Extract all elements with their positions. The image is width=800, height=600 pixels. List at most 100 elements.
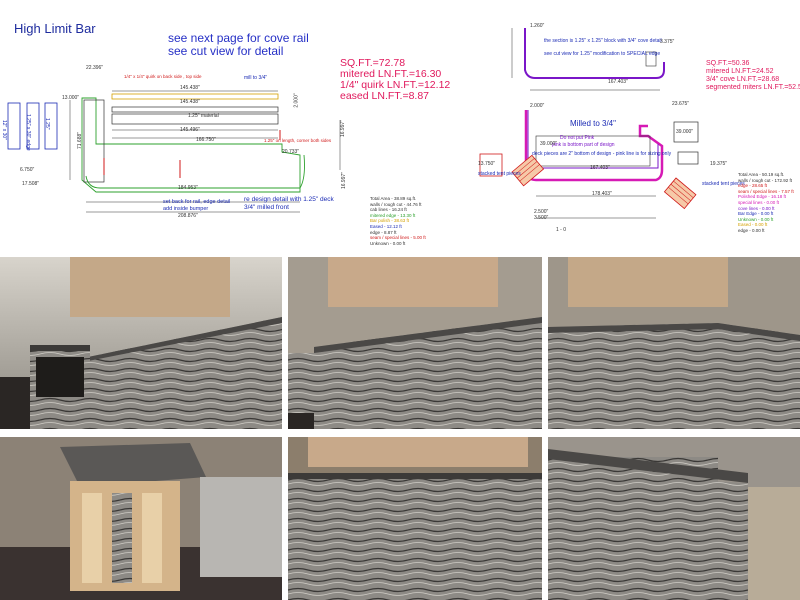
left-bar-drawing: [7, 90, 341, 213]
left-total-3: mitered edge - 13.30 ft: [370, 212, 416, 218]
stacked-right-note: stacked tent pieces: [702, 181, 745, 187]
right-top-note2: see cut view for 1.25" modification to S…: [544, 51, 661, 57]
dim-178: 178.403": [592, 191, 612, 197]
right-totals: Total Area - 50.19 sq.ft. walls / rough …: [738, 172, 794, 234]
dim-16: 16.997": [340, 119, 347, 138]
right-block-mid: [677, 151, 699, 165]
right-total-0: Total Area - 50.19 sq.ft.: [738, 172, 785, 177]
right-angled-block: [663, 177, 697, 210]
edge-curve: [85, 154, 305, 189]
purple-outline: [527, 110, 659, 169]
summary-left-sqft: SQ.FT.=72.78: [340, 57, 406, 69]
left-total-8: Unknown - 0.00 ft: [370, 240, 406, 246]
pink-note2: pink is bottom part of design: [552, 142, 615, 148]
cove-rail-top: [524, 28, 665, 79]
dim-39: 39.000": [540, 141, 558, 147]
slab-label-1: 12" x 30": [1, 120, 7, 140]
dim-top-22: 22.396": [86, 65, 104, 71]
left-stack-1: [479, 153, 503, 177]
design-note-2: 3/4" milled front: [244, 204, 289, 211]
photo-bar-front-left: [0, 257, 282, 429]
page-title: High Limit Bar: [14, 21, 96, 36]
dim-2b: 2.500": [534, 209, 549, 215]
slab-label-2: 1.25" x 30" edge: [25, 114, 31, 151]
dim-145-2: 145.438": [180, 99, 200, 105]
slab-outline-2: [26, 102, 40, 150]
left-total-2: cab lines - 16.24 ft: [370, 207, 407, 213]
red-corner-note: 1.25" on length, corner both sides: [264, 138, 332, 143]
photo-bar-corner: [548, 257, 800, 429]
right-total-3: seam / special lines - 7.57 ft: [738, 188, 794, 194]
dim-39b: 39.000": [676, 129, 694, 135]
left-angled-block: [511, 154, 545, 187]
deck-outline: [535, 135, 651, 167]
dim-166: 166.750": [196, 137, 216, 143]
summary-right-sqft: SQ.FT.=50.36: [706, 60, 750, 67]
dim-17: 17.508": [22, 181, 40, 187]
right-total-8: Unknown - 0.00 ft: [738, 216, 774, 222]
design-note-1: re design detail with 1.25" deck: [244, 196, 334, 203]
left-totals: Total Area - 38.89 sq.ft. walls / rough …: [370, 196, 426, 246]
left-total-6: edge - 8.87 ft: [370, 229, 397, 235]
left-total-7: seam / special lines - 5.00 ft: [370, 235, 426, 241]
dim-16b: 16.997": [341, 171, 348, 190]
right-total-7: Bar Edge - 0.00 ft: [738, 211, 774, 217]
cove-note: deck pieces are 2" bottom of design - pi…: [532, 151, 672, 157]
photo-bar-end-finished: [548, 437, 800, 600]
rail-3: [111, 113, 279, 125]
dim-2r: 2.000": [530, 103, 545, 109]
rail-2: [111, 106, 279, 113]
dim-71: 71.688": [77, 131, 84, 150]
mill-note: mill to 3/4": [244, 75, 268, 81]
right-block-top: [673, 121, 699, 143]
right-total-10: edge - 0.00 ft: [738, 227, 765, 233]
note-line-1: see next page for cove rail: [168, 31, 309, 45]
bar-outline: [81, 97, 301, 193]
summary-left: SQ.FT.=72.78 mitered LN.FT.=16.30 1/4" q…: [340, 58, 450, 102]
quirk-note: 1/4" x 1/4" quirk on back side , top sid…: [124, 74, 202, 79]
summary-right-cove: 3/4" cove LN.FT.=28.68: [706, 76, 780, 83]
right-total-1: walls / rough cut - 172.92 ft: [738, 177, 793, 183]
right-total-2: edge - 28.65 ft: [738, 183, 768, 189]
setback-note-2: add inside bumper: [163, 205, 209, 212]
cove-rail-note: see next page for cove rail see cut view…: [168, 32, 309, 58]
right-total-5: special lines - 0.00 ft: [738, 199, 780, 205]
rail-1: [111, 93, 279, 100]
one-zero-label: 1 - 0: [556, 227, 567, 233]
summary-left-eased: eased LN.FT.=8.87: [340, 90, 430, 102]
dim-145-1: 145.438": [180, 85, 200, 91]
right-total-4: Polished Edge - 16.18 ft: [738, 194, 787, 200]
dim-1: 1.260": [530, 23, 545, 29]
right-top-note: the section is 1.25" x 1.25" block with …: [544, 38, 662, 44]
summary-right-mitered: mitered LN.FT.=24.52: [706, 68, 774, 75]
dim-13r: 13.750": [478, 161, 496, 167]
left-total-1: walls / rough cut - 44.76 ft: [370, 201, 422, 207]
slab-outline-3: [44, 102, 58, 150]
photo-bar-panel-closeup: [288, 437, 542, 600]
dim-3b: 3.500": [534, 215, 549, 221]
slab-outline-1: [7, 102, 21, 150]
dim-23: 23.675": [672, 101, 690, 107]
rail-end-detail: [645, 51, 657, 67]
dim-184: 184.953": [178, 185, 198, 191]
design-note: re design detail with 1.25" deck 3/4" mi…: [244, 196, 334, 212]
left-total-4: Bar polish - 38.63 ft: [370, 218, 410, 224]
setback-note: set back for rail, edge detail add insid…: [163, 199, 230, 212]
summary-right-segmented: segmented miters LN.FT.=52.50: [706, 84, 800, 91]
summary-left-mitered: mitered LN.FT.=16.30: [340, 68, 442, 80]
note-line-2: see cut view for detail: [168, 44, 284, 58]
summary-right: SQ.FT.=50.36 mitered LN.FT.=24.52 3/4" c…: [706, 60, 800, 92]
dim-6: 6.750": [20, 167, 35, 173]
photo-bar-front-center: [288, 257, 542, 429]
dim-167: 167.403": [608, 79, 628, 85]
right-total-6: cove lines - 0.00 ft: [738, 205, 775, 211]
left-total-5: Eased - 12.12 ft: [370, 223, 402, 229]
dim-167b: 167.403": [590, 165, 610, 171]
end-cap-outline: [83, 99, 105, 183]
dim-2: 2.000": [293, 93, 300, 108]
pink-note: Do not put Pink: [560, 135, 595, 141]
slab-label-3: 1.25": [44, 118, 50, 130]
left-total-0: Total Area - 38.89 sq.ft.: [370, 196, 417, 201]
dim-208: 208.876": [178, 213, 198, 219]
material-note: 1.25" material: [188, 113, 219, 119]
